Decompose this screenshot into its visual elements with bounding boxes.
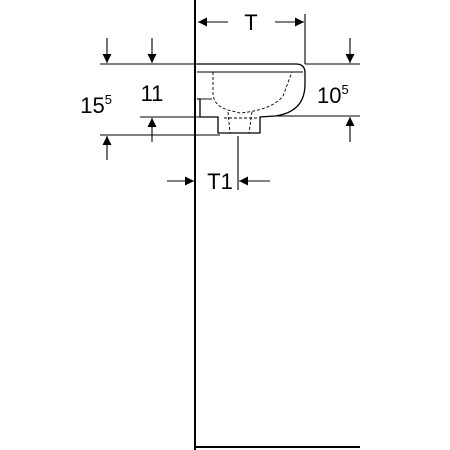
dim-bowl-label: 11 bbox=[141, 81, 164, 106]
basin-outline bbox=[197, 63, 306, 134]
height-reference-lines bbox=[100, 63, 360, 136]
washbasin-profile bbox=[197, 63, 306, 134]
dim-rim-label: 105 bbox=[317, 82, 349, 108]
waste-outlet-dashed bbox=[224, 111, 257, 134]
dimension-T bbox=[198, 14, 306, 64]
dim-T-label: T bbox=[244, 10, 257, 35]
basin-inner-bowl-line bbox=[212, 71, 293, 114]
dim-rim-sup: 5 bbox=[341, 82, 348, 97]
dim-total-sup: 5 bbox=[105, 92, 112, 107]
dimension-T1 bbox=[167, 136, 270, 190]
dim-total-label: 155 bbox=[80, 92, 112, 118]
dim-total-main: 15 bbox=[80, 93, 104, 118]
dim-rim-main: 10 bbox=[317, 83, 341, 108]
wall-and-floor bbox=[194, 0, 360, 450]
dim-T1-label: T1 bbox=[207, 169, 233, 194]
